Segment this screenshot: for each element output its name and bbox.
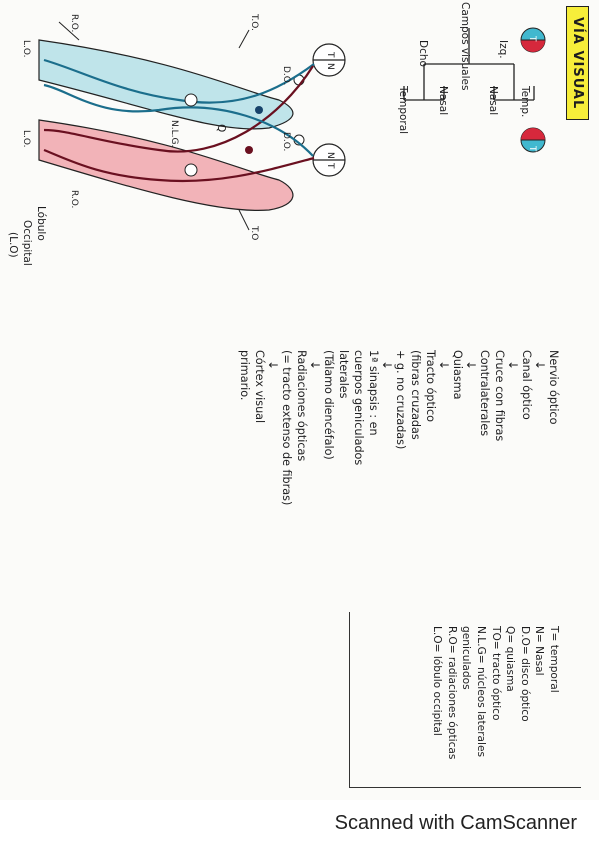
flow-step: (= tracto extenso de fibras) [280, 350, 293, 506]
flow-step: Tracto óptico [424, 350, 437, 423]
scanner-footer: Scanned with CamScanner [0, 800, 599, 848]
flow-step: Radiaciones ópticas [295, 350, 308, 462]
label-dcho: Dcho [417, 40, 429, 67]
label-q: Q [215, 124, 227, 133]
field-tree [403, 28, 535, 101]
label-do-bottom: D.O. [281, 132, 291, 152]
eye-right-n: N [325, 152, 335, 159]
pathway-flow: Nervio óptico ↓ Canal óptico ↓ Cruce con… [237, 350, 561, 520]
footer-watermark: Scanned with CamScanner [334, 812, 577, 834]
flow-step: Contralaterales [478, 350, 491, 437]
node-2 [245, 146, 253, 154]
down-arrow-icon: ↓ [308, 360, 322, 371]
legend-item: L.O= lóbulo occipital [431, 626, 444, 736]
red-hemisphere [38, 119, 294, 212]
flow-step: 1ª sinapsis : en [367, 350, 380, 436]
label-occipital: Occipital [21, 220, 33, 266]
flow-step: (fibras cruzadas [409, 350, 422, 440]
down-arrow-icon: ↓ [380, 360, 394, 371]
right-field-circle [520, 127, 546, 153]
label-ro-top: R.O. [69, 14, 79, 33]
legend-item: R.O= radiaciones ópticas [445, 626, 458, 760]
label-to-bottom: T.O [249, 226, 259, 241]
legend-item: TO= tracto óptico [489, 626, 502, 721]
visual-pathway-diagram [38, 21, 546, 231]
flow-step: Canal óptico [520, 350, 533, 420]
flow-step: + g. no cruzadas) [394, 350, 407, 450]
flow-step: cuerpos geniculados [352, 350, 365, 466]
field-right-t: T [527, 146, 537, 152]
down-arrow-icon: ↓ [266, 360, 280, 371]
flow-step: (Tálamo diencéfalo) [322, 350, 335, 460]
label-lo-top: L.O. [21, 40, 31, 58]
nlg-left [184, 93, 198, 107]
right-eye [312, 143, 346, 177]
legend-item: geniculados [460, 626, 473, 690]
down-arrow-icon: ↓ [464, 360, 478, 371]
nlg-right [184, 163, 198, 177]
flow-step: laterales [337, 350, 350, 399]
flow-step: Quiasma [451, 350, 464, 400]
label-nasal-right: Nasal [437, 86, 449, 116]
down-arrow-icon: ↓ [506, 360, 520, 371]
flow-step: Nervio óptico [547, 350, 560, 425]
label-to-top: T.O. [249, 14, 259, 31]
label-ro-bottom: R.O. [69, 190, 79, 209]
eye-right-t: T [325, 163, 335, 169]
label-do-top: D.O. [281, 66, 291, 86]
label-izq: Izq. [497, 40, 509, 59]
down-arrow-icon: ↓ [437, 360, 451, 371]
flow-step: primario. [238, 350, 251, 401]
label-lobulo: Lóbulo [35, 206, 47, 241]
legend-item: N.L.G= núcleos laterales [475, 626, 488, 758]
scanned-page: VÍA VISUAL [7, 2, 589, 788]
legend-item: T= temporal [548, 626, 560, 693]
flow-step: Córtex visual [253, 350, 266, 424]
left-field-circle [520, 27, 546, 53]
down-arrow-icon: ↓ [533, 360, 547, 371]
label-temporal: Temporal [397, 86, 409, 135]
label-campos-visuales: Campos visuales [459, 2, 471, 91]
tree-left [493, 86, 535, 101]
flow-step: Cruce con fibras [493, 350, 506, 442]
legend-item: Q= quiasma [504, 626, 517, 692]
label-lo-paren: (L.O) [7, 232, 19, 258]
eye-left-t: T [325, 52, 335, 58]
label-arrows [58, 21, 250, 231]
label-lo-bottom: L.O. [21, 130, 31, 148]
field-left-t: T [527, 36, 537, 42]
eye-left-n: N [325, 63, 335, 70]
optic-fibers [43, 58, 315, 183]
label-nlg: N.L.G. [169, 120, 179, 148]
node-1 [255, 106, 263, 114]
tree-right [403, 86, 445, 101]
left-eye [312, 43, 346, 77]
legend-item: N= Nasal [533, 626, 546, 676]
abbreviation-legend: T= temporal N= Nasal D.O= disco óptico Q… [349, 612, 581, 788]
label-temp: Temp. [519, 86, 531, 118]
rotated-content: VÍA VISUAL [7, 2, 589, 788]
label-nasal-left: Nasal [487, 86, 499, 116]
tree-root [423, 28, 515, 100]
legend-item: D.O= disco óptico [518, 626, 531, 722]
blue-hemisphere [38, 39, 294, 130]
